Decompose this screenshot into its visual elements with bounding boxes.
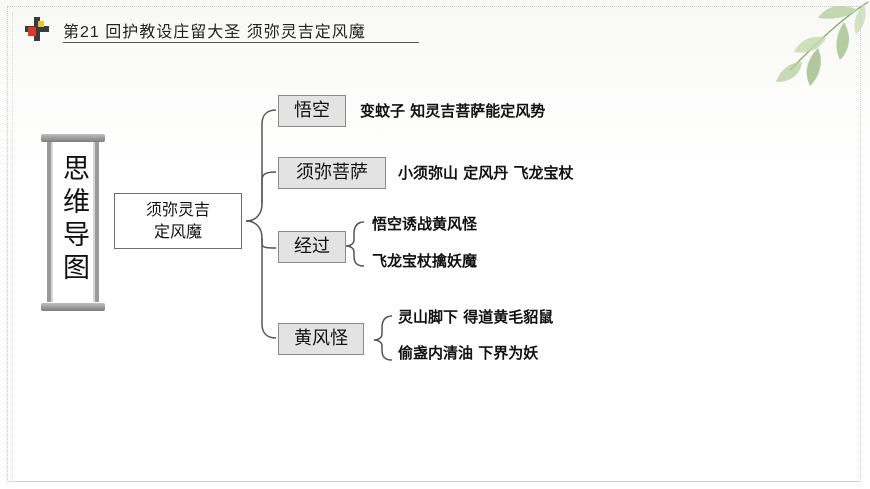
page-title: 第21 回护教设庄留大圣 须弥灵吉定风魔 [63, 24, 366, 41]
mindmap-title-scroll: 思维导图 [41, 134, 105, 311]
brace-jingguo [345, 221, 365, 267]
branch-wukong: 悟空 [278, 95, 346, 127]
title-underline [63, 42, 419, 43]
detail-jingguo-1: 悟空诱战黄风怪 [372, 215, 478, 233]
detail-wukong-1: 变蚊子 知灵吉菩萨能定风势 [360, 102, 546, 120]
scroll-body [47, 142, 99, 302]
detail-huangfeng-1: 灵山脚下 得道黄毛貂鼠 [398, 308, 554, 326]
root-node: 须弥灵吉 定风魔 [114, 193, 242, 249]
branch-huangfengguai: 黄风怪 [278, 323, 364, 355]
connector-branch-4 [261, 238, 277, 339]
detail-huangfeng-2: 偷盏内清油 下界为妖 [398, 344, 539, 362]
root-brace [245, 109, 277, 222]
detail-jingguo-2: 飞龙宝杖擒妖魔 [372, 252, 478, 270]
brace-huangfengguai [373, 315, 393, 361]
detail-xumi-1: 小须弥山 定风丹 飞龙宝杖 [398, 164, 574, 182]
connector-branch-3 [245, 220, 277, 249]
branch-jingguo: 经过 [278, 231, 346, 263]
leaf-branch-icon [776, 1, 869, 86]
branch-xumi-pusa: 须弥菩萨 [278, 157, 386, 189]
mindmap-title: 思维导图 [58, 154, 89, 286]
scroll-cap-bottom [41, 303, 105, 311]
cross-plus-icon [25, 17, 49, 41]
scroll-cap-top [41, 134, 105, 142]
connector-branch-2 [261, 171, 277, 204]
